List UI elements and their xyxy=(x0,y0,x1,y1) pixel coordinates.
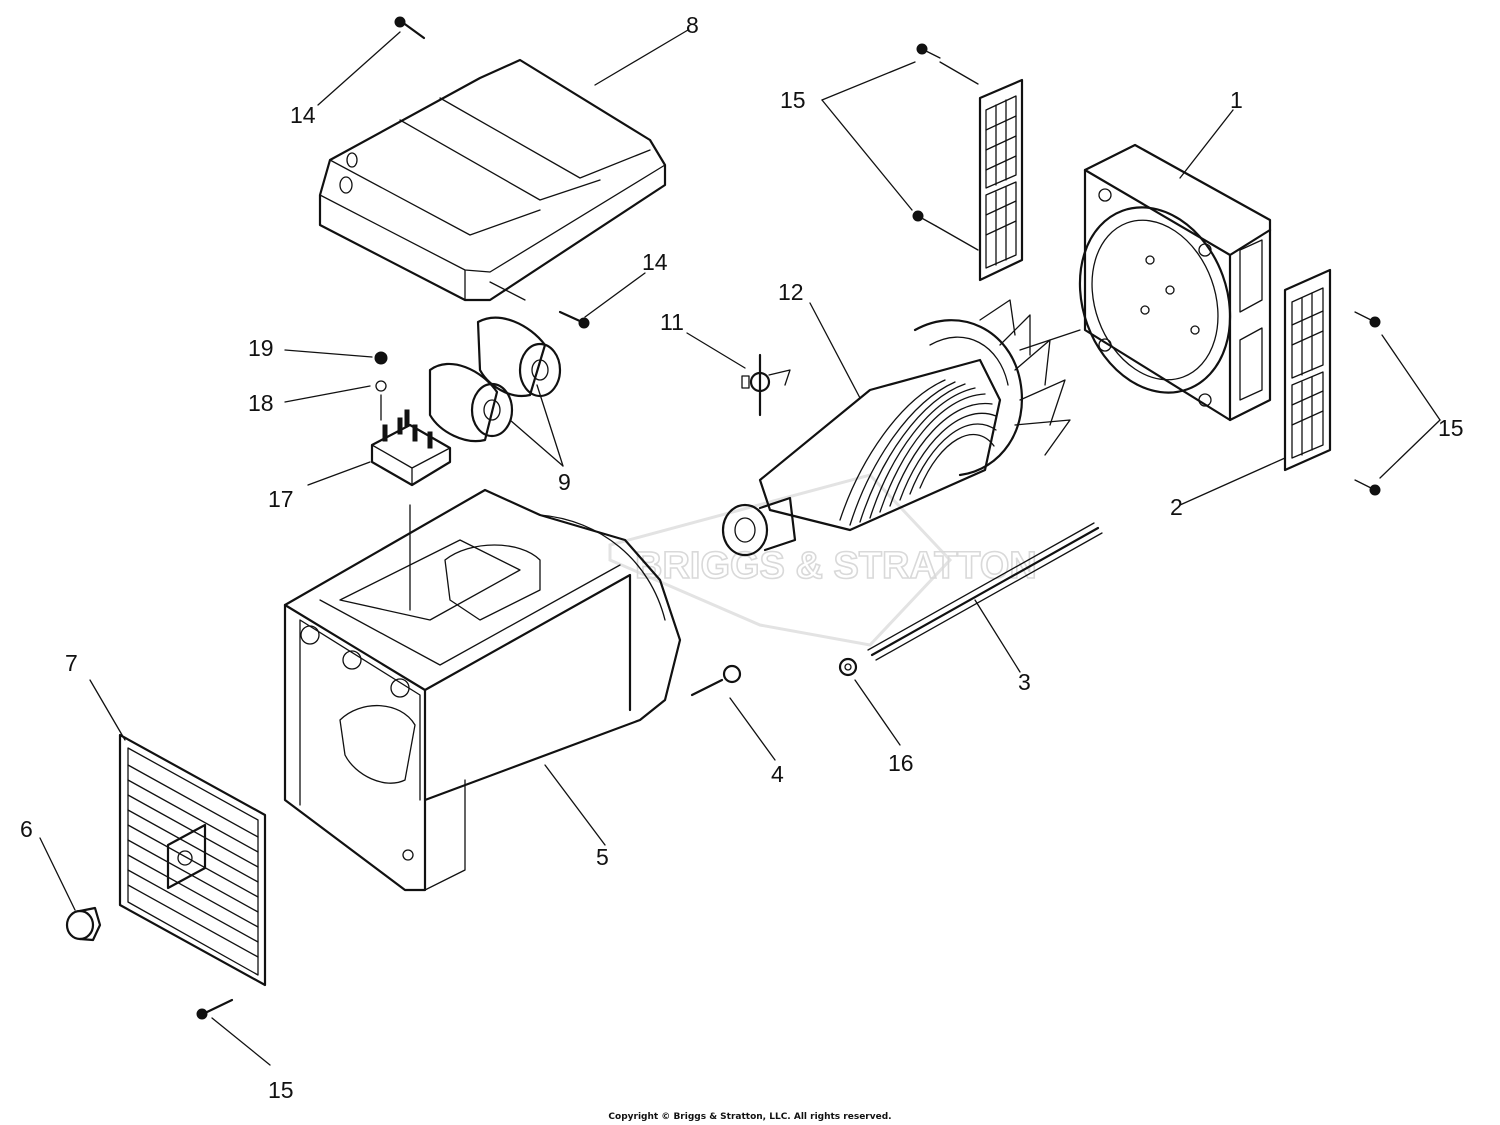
brush-assembly xyxy=(741,353,791,417)
callout-15a: 15 xyxy=(780,87,806,113)
callout-15b: 15 xyxy=(1438,415,1464,441)
washer-18 xyxy=(375,380,387,392)
top-cover xyxy=(318,58,667,302)
rotor xyxy=(721,299,1071,557)
callout-14b: 14 xyxy=(642,249,668,275)
grille-plug xyxy=(65,906,102,942)
callout-19: 19 xyxy=(248,335,274,361)
callout-17: 17 xyxy=(268,486,294,512)
screw-top-cover xyxy=(394,16,426,40)
leader-lines xyxy=(39,29,1441,1066)
callout-3: 3 xyxy=(1018,669,1031,695)
callout-labels: 1 2 3 4 5 6 7 8 9 11 12 14 14 15 15 15 1… xyxy=(20,12,1464,1103)
callout-4: 4 xyxy=(771,761,784,787)
callout-14a: 14 xyxy=(290,102,316,128)
screw-top-cover-side xyxy=(558,310,590,329)
callout-6: 6 xyxy=(20,816,33,842)
brand-watermark: BRIGGS & STRATTON xyxy=(608,473,1038,647)
callout-11: 11 xyxy=(660,309,684,335)
terminal-block xyxy=(370,351,452,487)
side-vent-panel xyxy=(1283,268,1381,496)
through-bolt xyxy=(867,522,1103,661)
callout-9: 9 xyxy=(558,469,571,495)
end-grille xyxy=(118,733,267,987)
callout-16: 16 xyxy=(888,750,914,776)
callout-8: 8 xyxy=(686,12,699,38)
vent-panel-top xyxy=(912,43,1024,282)
stud-4 xyxy=(690,664,742,697)
nut-19 xyxy=(374,351,388,365)
stator-housing xyxy=(283,488,682,892)
nut-16 xyxy=(838,657,858,677)
callout-12: 12 xyxy=(778,279,804,305)
screw-grille xyxy=(196,998,234,1020)
callout-7: 7 xyxy=(65,650,78,676)
callout-18: 18 xyxy=(248,390,274,416)
end-bracket xyxy=(1078,143,1272,422)
copyright-notice: Copyright © Briggs & Stratton, LLC. All … xyxy=(608,1112,891,1122)
watermark-text: BRIGGS & STRATTON xyxy=(635,545,1037,587)
capacitors xyxy=(428,316,562,443)
callout-2: 2 xyxy=(1170,494,1183,520)
callout-5: 5 xyxy=(596,844,609,870)
callout-15c: 15 xyxy=(268,1077,294,1103)
callout-1: 1 xyxy=(1230,87,1243,113)
